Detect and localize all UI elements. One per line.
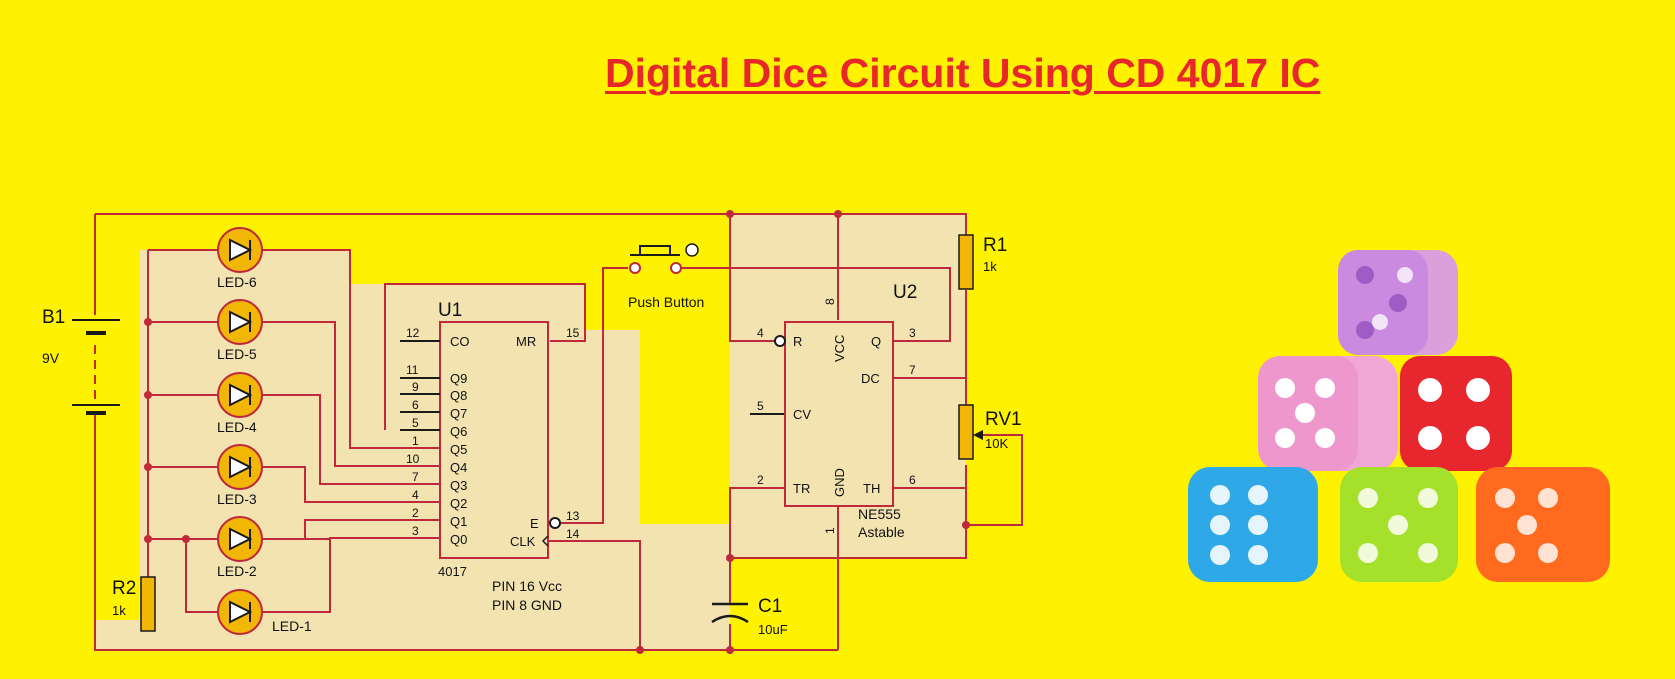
junction-dots	[144, 210, 970, 654]
u1-pin-q8: Q8	[450, 388, 467, 403]
u2-pin4-num: 4	[757, 326, 764, 340]
u1-pin-q0: Q0	[450, 532, 467, 547]
u1-pin-q6: Q6	[450, 424, 467, 439]
u1-pin13-num: 13	[566, 509, 580, 523]
led-2-label: LED-2	[217, 563, 257, 579]
u1-pin10-num: 10	[406, 452, 420, 466]
u1-note-vcc: PIN 16 Vcc	[492, 578, 562, 594]
rv1-value: 10K	[985, 436, 1008, 451]
die-bottom-right	[1476, 467, 1610, 582]
u2-pin2-num: 2	[757, 473, 764, 487]
u2-pin6-num: 6	[909, 473, 916, 487]
c1-ref: C1	[758, 596, 782, 617]
die-middle-left	[1258, 356, 1398, 471]
die-bottom-middle	[1340, 467, 1458, 582]
led-array: LED-6 LED-5 LED-4 LED-3 LED-2	[217, 227, 312, 635]
u1-pin9-num: 9	[412, 380, 419, 394]
u1-note-gnd: PIN 8 GND	[492, 597, 562, 613]
led-1: LED-1	[217, 589, 312, 635]
page-title: Digital Dice Circuit Using CD 4017 IC	[605, 50, 1321, 96]
battery-ref: B1	[42, 307, 65, 328]
u2-pin-dc: DC	[861, 371, 880, 386]
u1-pin-co: CO	[450, 334, 470, 349]
led-3-label: LED-3	[217, 491, 257, 507]
u1-pin1-num: 1	[412, 434, 419, 448]
led-5-label: LED-5	[217, 346, 257, 362]
led-1-label: LED-1	[272, 618, 312, 634]
u1-pin15-num: 15	[566, 326, 580, 340]
u1-pin-mr: MR	[516, 334, 536, 349]
led-6: LED-6	[217, 227, 263, 290]
capacitor-c1: C1 10uF	[711, 596, 788, 637]
u2-pin-vcc: VCC	[832, 335, 847, 362]
u1-pin-clk: CLK	[510, 534, 536, 549]
u1-pin6-num: 6	[412, 398, 419, 412]
u1-pin-q4: Q4	[450, 460, 467, 475]
u1-pin-q9: Q9	[450, 371, 467, 386]
u1-pin-e: E	[530, 516, 539, 531]
u1-pin-q1: Q1	[450, 514, 467, 529]
r2-value: 1k	[112, 603, 126, 618]
push-button: Push Button	[628, 243, 704, 310]
u1-pin3-num: 3	[412, 524, 419, 538]
u2-pin-q: Q	[871, 334, 881, 349]
u2-pin-cv: CV	[793, 407, 811, 422]
u2-pin3-num: 3	[909, 326, 916, 340]
resistor-r2: R2 1k	[112, 576, 156, 632]
u2-pin7-num: 7	[909, 363, 916, 377]
u2-pin-r: R	[793, 334, 802, 349]
led-6-label: LED-6	[217, 274, 257, 290]
ic-u1-4017: U1 4017 12 CO 11 Q9 9 Q8 6 Q7 5 Q6 1 Q5 …	[400, 300, 580, 613]
led-5: LED-5	[217, 299, 263, 362]
u1-pin14-num: 14	[566, 527, 580, 541]
u1-pin11-num: 11	[406, 363, 419, 377]
u2-pin-gnd: GND	[832, 468, 847, 497]
led-2: LED-2	[217, 516, 263, 579]
push-button-label: Push Button	[628, 294, 704, 310]
battery-b1: B1 9V	[42, 307, 120, 415]
u1-pin7-num: 7	[412, 470, 419, 484]
resistor-r1: R1 1k	[958, 234, 1007, 290]
u2-pin5-num: 5	[757, 399, 764, 413]
die-bottom-left	[1188, 467, 1318, 582]
u2-pin1-num: 1	[823, 527, 837, 534]
u1-pin4-num: 4	[412, 488, 419, 502]
u2-pin8-num: 8	[823, 298, 837, 305]
dice-pyramid-icon	[1188, 250, 1610, 582]
die-top	[1338, 250, 1458, 355]
u1-pin-q7: Q7	[450, 406, 467, 421]
u2-pin-tr: TR	[793, 481, 810, 496]
ic-u2-ne555: U2 4 R 8 VCC 3 Q 7 DC 5 CV 2 TR 1 GND 6 …	[757, 282, 917, 540]
potentiometer-rv1: RV1 10K	[958, 404, 1022, 460]
wires	[94, 213, 1023, 651]
u2-ref: U2	[893, 282, 917, 303]
rv1-ref: RV1	[985, 409, 1022, 430]
u2-pin-th: TH	[863, 481, 880, 496]
led-4: LED-4	[217, 372, 263, 435]
u1-pin-q5: Q5	[450, 442, 467, 457]
c1-value: 10uF	[758, 622, 788, 637]
u1-ref: U1	[438, 300, 462, 321]
u1-pin12-num: 12	[406, 326, 420, 340]
led-4-label: LED-4	[217, 419, 257, 435]
u1-pin2-num: 2	[412, 506, 419, 520]
u2-part: NE555	[858, 506, 901, 522]
u1-pin-q2: Q2	[450, 496, 467, 511]
die-middle-right	[1400, 356, 1512, 471]
u1-part: 4017	[438, 564, 467, 579]
u2-mode: Astable	[858, 524, 905, 540]
r1-value: 1k	[983, 259, 997, 274]
r1-ref: R1	[983, 235, 1007, 256]
r2-ref: R2	[112, 578, 136, 599]
u1-pin5-num: 5	[412, 416, 419, 430]
battery-value: 9V	[42, 350, 60, 366]
led-3: LED-3	[217, 444, 263, 507]
u1-pin-q3: Q3	[450, 478, 467, 493]
